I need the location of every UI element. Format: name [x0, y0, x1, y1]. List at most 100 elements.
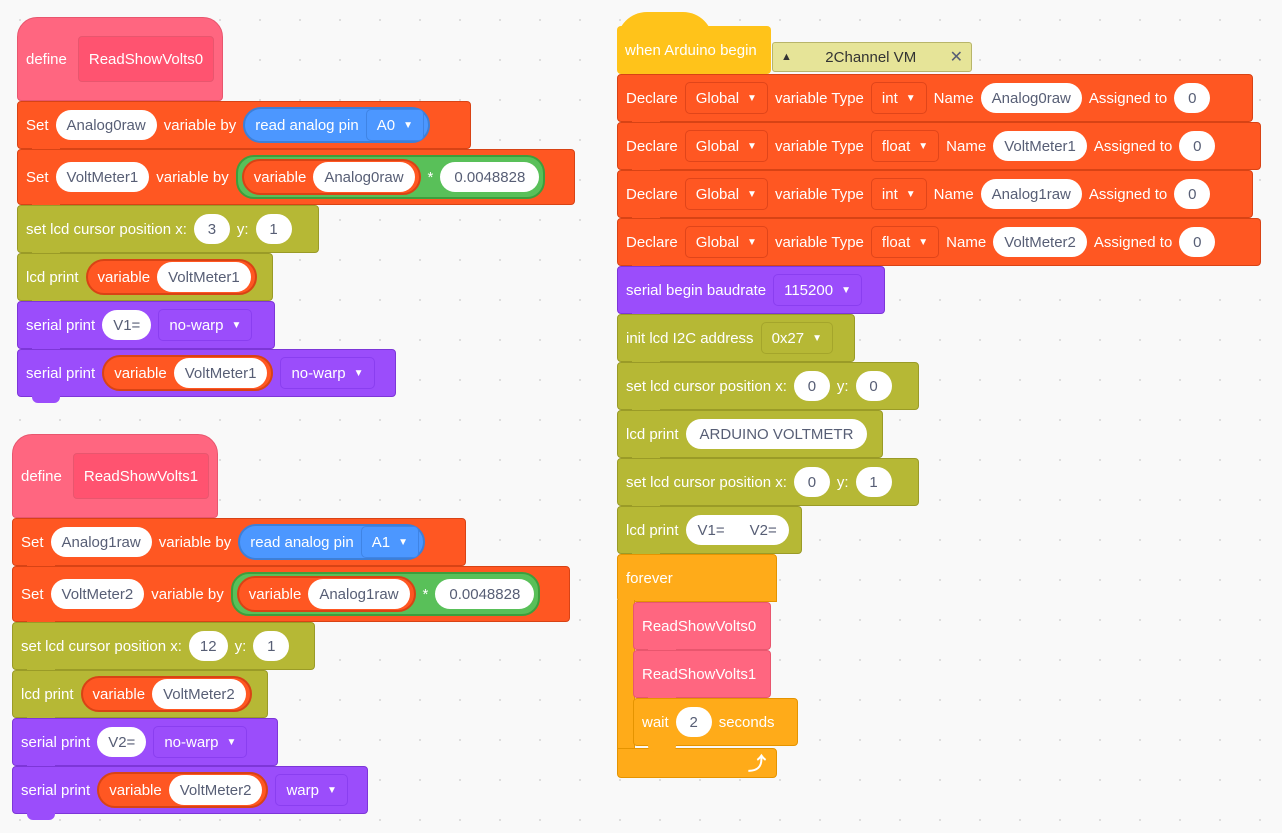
serial-print-text-block[interactable]: serial print V1= no-warp▼ — [17, 301, 275, 355]
set-voltmeter2-block[interactable]: Set VoltMeter2 variable by variable Anal… — [12, 566, 570, 628]
device-name-panel[interactable]: ▲ 2Channel VM ✕ — [772, 42, 972, 72]
define-block-readshowvolts1[interactable]: define ReadShowVolts1 — [12, 434, 218, 518]
serial-text-input[interactable]: V1= — [102, 310, 152, 340]
procedure-prototype[interactable]: ReadShowVolts1 — [72, 453, 210, 499]
variable-name-input[interactable]: VoltMeter2 — [152, 679, 246, 709]
seconds-label: seconds — [718, 713, 775, 731]
cursor-y-input[interactable]: 1 — [855, 467, 892, 497]
init-lcd-block[interactable]: init lcd I2C address 0x27▼ — [617, 314, 855, 368]
collapse-icon[interactable]: ▲ — [781, 51, 792, 63]
set-lcd-cursor-block[interactable]: set lcd cursor position x: 0 y: 1 — [617, 458, 919, 512]
close-icon[interactable]: ✕ — [949, 49, 963, 66]
scope-dropdown[interactable]: Global▼ — [684, 130, 768, 162]
i2c-address-dropdown[interactable]: 0x27▼ — [760, 322, 833, 354]
factor-input[interactable]: 0.0048828 — [440, 162, 540, 192]
call-readshowvolts1[interactable]: ReadShowVolts1 — [633, 650, 771, 704]
cursor-x-input[interactable]: 0 — [793, 467, 830, 497]
serial-print-variable-block[interactable]: serial print variable VoltMeter2 warp▼ — [12, 766, 368, 820]
lcd-text-input[interactable]: V1= V2= — [685, 515, 789, 545]
type-dropdown[interactable]: int▼ — [870, 178, 927, 210]
wait-block[interactable]: wait 2 seconds — [633, 698, 798, 752]
set-analog1raw-block[interactable]: Set Analog1raw variable by read analog p… — [12, 518, 466, 572]
read-analog-pin-label: read analog pin — [250, 533, 354, 551]
cursor-x-input[interactable]: 0 — [793, 371, 830, 401]
when-arduino-begin-hat[interactable]: when Arduino begin — [617, 26, 771, 74]
read-analog-pin-reporter[interactable]: read analog pin A1▼ — [238, 524, 425, 560]
warp-dropdown[interactable]: no-warp▼ — [280, 357, 375, 389]
type-dropdown[interactable]: float▼ — [870, 130, 940, 162]
warp-dropdown[interactable]: no-warp ▼ — [153, 726, 248, 758]
cursor-x-input[interactable]: 12 — [188, 631, 228, 661]
variable-reporter[interactable]: variable VoltMeter2 — [80, 676, 252, 712]
variable-name-input[interactable]: VoltMeter2 — [50, 579, 145, 609]
factor-input[interactable]: 0.0048828 — [435, 579, 535, 609]
cursor-y-input[interactable]: 0 — [855, 371, 892, 401]
variable-name-input[interactable]: VoltMeter1 — [157, 262, 251, 292]
call-readshowvolts0[interactable]: ReadShowVolts0 — [633, 602, 771, 656]
variable-reporter[interactable]: variable VoltMeter1 — [85, 259, 257, 295]
warp-dropdown[interactable]: no-warp▼ — [158, 309, 253, 341]
procedure-prototype[interactable]: ReadShowVolts0 — [77, 36, 215, 82]
read-analog-pin-reporter[interactable]: read analog pin A0▼ — [243, 107, 430, 143]
variable-source-input[interactable]: Analog0raw — [313, 162, 415, 192]
set-lcd-cursor-block[interactable]: set lcd cursor position x: 0 y: 0 — [617, 362, 919, 416]
initial-value-input[interactable]: 0 — [1179, 131, 1216, 161]
lcd-print-text-block[interactable]: lcd print ARDUINO VOLTMETR — [617, 410, 883, 464]
variable-reporter[interactable]: variable VoltMeter1 — [102, 355, 274, 391]
initial-value-input[interactable]: 0 — [1174, 179, 1211, 209]
variable-name-input[interactable]: VoltMeter1 — [173, 358, 268, 388]
wait-seconds-input[interactable]: 2 — [675, 707, 712, 737]
lcd-print-block[interactable]: lcd print variable VoltMeter2 — [12, 670, 268, 724]
set-voltmeter1-block[interactable]: Set VoltMeter1 variable by variable Anal… — [17, 149, 575, 211]
pin-dropdown[interactable]: A1▼ — [360, 526, 419, 558]
scope-dropdown[interactable]: Global▼ — [684, 226, 768, 258]
variable-reporter[interactable]: variable VoltMeter2 — [97, 772, 269, 808]
pin-dropdown[interactable]: A0▼ — [365, 109, 424, 141]
variable-reporter[interactable]: variable Analog1raw — [236, 576, 416, 612]
lcd-print-text-block[interactable]: lcd print V1= V2= — [617, 506, 802, 560]
variable-name-input[interactable]: VoltMeter2 — [168, 775, 263, 805]
variable-name-input[interactable]: VoltMeter2 — [993, 227, 1087, 257]
declare-label: Declare — [626, 137, 678, 155]
type-dropdown[interactable]: int▼ — [870, 82, 927, 114]
variable-reporter[interactable]: variable Analog0raw — [241, 159, 421, 195]
variable-source-input[interactable]: Analog1raw — [308, 579, 410, 609]
scope-dropdown[interactable]: Global▼ — [684, 82, 768, 114]
read-analog-pin-label: read analog pin — [255, 116, 359, 134]
variable-name-input[interactable]: Analog1raw — [50, 527, 152, 557]
serial-begin-block[interactable]: serial begin baudrate 115200▼ — [617, 266, 885, 320]
declare-block-2[interactable]: Declare Global▼ variable Type float▼ Nam… — [617, 122, 1261, 176]
set-lcd-cursor-block[interactable]: set lcd cursor position x: 12 y: 1 — [12, 622, 315, 676]
initial-value-input[interactable]: 0 — [1179, 227, 1216, 257]
chevron-down-icon: ▼ — [226, 736, 237, 748]
scope-dropdown[interactable]: Global▼ — [684, 178, 768, 210]
variable-name-input[interactable]: VoltMeter1 — [55, 162, 150, 192]
serial-print-text-block[interactable]: serial print V2= no-warp▼ — [12, 718, 278, 772]
serial-text-input[interactable]: V2= — [97, 727, 147, 757]
warp-value: no-warp — [164, 733, 219, 751]
cursor-y-input[interactable]: 1 — [255, 214, 292, 244]
lcd-text-input[interactable]: ARDUINO VOLTMETR — [685, 419, 868, 449]
declare-block-1[interactable]: Declare Global▼ variable Type int▼ Name … — [617, 74, 1253, 128]
variable-name-input[interactable]: VoltMeter1 — [993, 131, 1087, 161]
cursor-y-input[interactable]: 1 — [253, 631, 290, 661]
multiply-operator[interactable]: variable Analog1raw * 0.0048828 — [230, 572, 541, 616]
multiply-operator[interactable]: variable Analog0raw * 0.0048828 — [235, 155, 546, 199]
initial-value-input[interactable]: 0 — [1174, 83, 1211, 113]
set-lcd-cursor-block[interactable]: set lcd cursor position x: 3 y: 1 — [17, 205, 319, 259]
declare-block-3[interactable]: Declare Global▼ variable Type int▼ Name … — [617, 170, 1253, 224]
variable-name-input[interactable]: Analog0raw — [980, 83, 1082, 113]
chevron-down-icon: ▼ — [403, 119, 413, 131]
variable-name-input[interactable]: Analog0raw — [55, 110, 157, 140]
warp-dropdown[interactable]: warp▼ — [275, 774, 348, 806]
serial-print-variable-block[interactable]: serial print variable VoltMeter1 no-warp… — [17, 349, 396, 403]
cursor-x-input[interactable]: 3 — [193, 214, 230, 244]
lcd-print-block[interactable]: lcd print variable VoltMeter1 — [17, 253, 273, 307]
define-block-readshowvolts0[interactable]: define ReadShowVolts0 — [17, 17, 223, 101]
multiply-sign: * — [422, 585, 429, 603]
declare-block-4[interactable]: Declare Global▼ variable Type float▼ Nam… — [617, 218, 1261, 272]
type-dropdown[interactable]: float▼ — [870, 226, 940, 258]
baudrate-dropdown[interactable]: 115200▼ — [773, 274, 862, 306]
variable-name-input[interactable]: Analog1raw — [980, 179, 1082, 209]
set-analog0raw-block[interactable]: Set Analog0raw variable by read analog p… — [17, 101, 471, 155]
